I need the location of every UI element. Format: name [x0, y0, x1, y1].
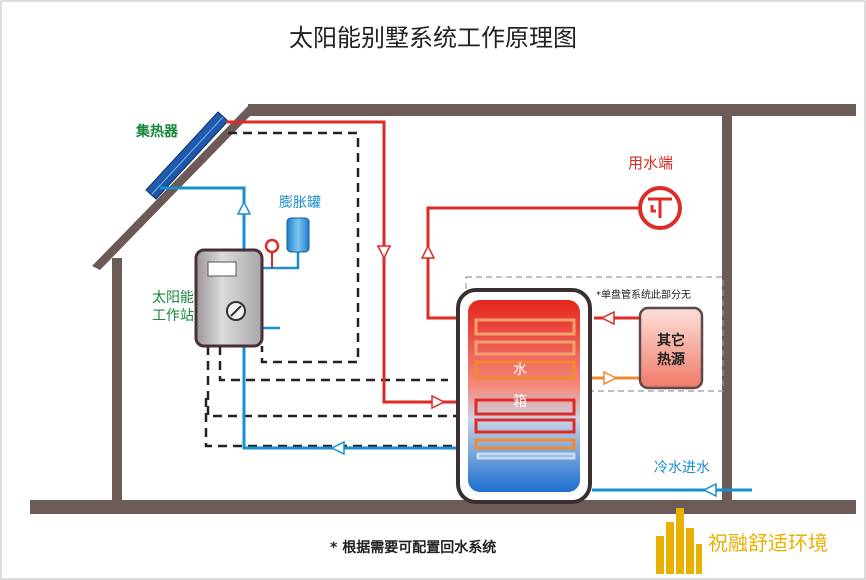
other-heat-label-line2: 热源: [657, 351, 685, 368]
expansion-tank-label: 膨胀罐: [279, 194, 321, 211]
single-coil-note: *单盘管系统此部分无: [596, 288, 691, 301]
roof-top: [248, 104, 856, 116]
brand-name: 祝融舒适环境: [708, 531, 828, 555]
tank-char-2: 箱: [513, 394, 527, 410]
tank-coils: [474, 318, 576, 460]
footnote: * 根据需要可配置回水系统: [330, 539, 496, 556]
other-heat-label-line1: 其它: [657, 332, 685, 349]
station-label-line1: 太阳能: [152, 290, 194, 306]
other-heat-source: [638, 306, 704, 390]
floor: [30, 500, 856, 514]
water-tap-icon: [638, 186, 682, 230]
expansion-pipes: [262, 252, 300, 330]
diagram-title: 太阳能别墅系统工作原理图: [289, 24, 577, 52]
tap-end-label: 用水端: [628, 154, 673, 172]
pressure-gauge-icon: [264, 238, 280, 268]
return-system-dashed: [204, 131, 460, 448]
brand-logo-icon: [656, 508, 702, 574]
station-label-line2: 工作站: [152, 308, 194, 324]
solar-station: [194, 248, 264, 348]
collector-label: 集热器: [135, 123, 179, 140]
wall-left: [112, 258, 122, 500]
expansion-tank: [286, 217, 310, 253]
tank-char-1: 水: [513, 362, 527, 378]
cold-inlet-label: 冷水进水: [654, 460, 710, 476]
wall-right: [722, 116, 732, 500]
flow-arrows: [236, 200, 717, 498]
